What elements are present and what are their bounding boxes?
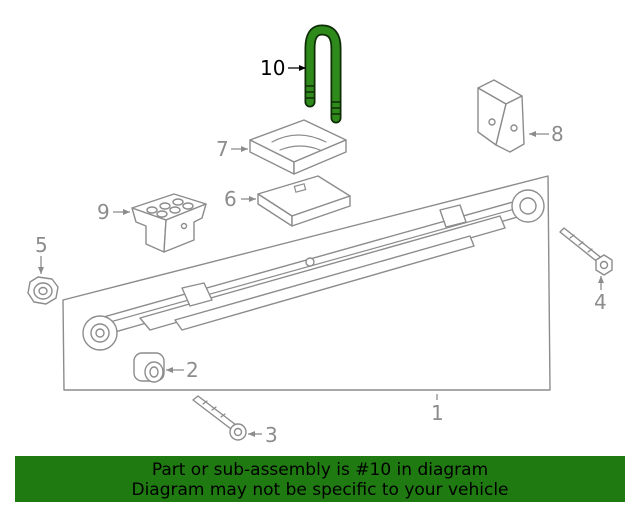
bushing[interactable] [133,352,165,383]
spring-pad[interactable] [249,119,347,175]
callout-6: 6 [224,187,237,211]
leaf-spring[interactable] [82,189,545,351]
leaf-spring-outline [62,175,551,391]
spring-plate[interactable] [257,175,351,227]
callout-9: 9 [97,200,110,224]
bump-stopper[interactable] [131,193,207,253]
shackle-bracket[interactable] [477,79,525,153]
callout-3: 3 [265,423,278,447]
banner-line-2: Diagram may not be specific to your vehi… [131,480,509,500]
u-bolt[interactable] [304,24,342,124]
banner-line-1: Part or sub-assembly is #10 in diagram [151,460,489,480]
callout-10: 10 [260,56,285,80]
callout-1: 1 [431,401,444,425]
callout-4: 4 [594,290,607,314]
callout-7: 7 [216,137,229,161]
callout-5: 5 [35,233,48,257]
rear-bolt[interactable] [559,227,613,276]
front-bolt[interactable] [192,395,247,441]
callout-2: 2 [186,358,199,382]
parts-diagram: 1 2 3 4 5 6 7 8 9 10 [27,24,613,447]
info-banner: Part or sub-assembly is #10 in diagram D… [15,456,625,502]
callout-8: 8 [551,122,564,146]
nut[interactable] [27,276,59,305]
